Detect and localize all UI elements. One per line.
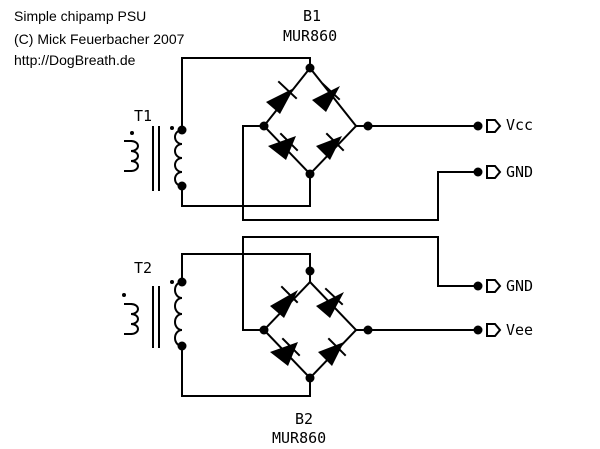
b2-diode-lower-left-bar xyxy=(281,337,301,357)
junction-b2-bottom xyxy=(305,373,315,383)
junction-t2-top xyxy=(177,277,187,287)
t2-primary-coil xyxy=(129,302,139,336)
junction-b2-right xyxy=(363,325,373,335)
b2-diode-lower-right-bar xyxy=(327,337,347,357)
t1-ref-label: T1 xyxy=(134,107,152,125)
b1-diode-upper-left-bar xyxy=(277,80,298,100)
wiring xyxy=(181,57,479,397)
junction-b2-left xyxy=(259,325,269,335)
junction-b2-top xyxy=(305,266,315,276)
t2-secondary-coil xyxy=(174,280,184,348)
junction-gnd-top xyxy=(473,167,483,177)
b2-diode-upper-right-bar xyxy=(324,287,344,306)
gnd-top-terminal-icon xyxy=(486,165,502,179)
junction-t1-bottom xyxy=(177,181,187,191)
bridge-b1 xyxy=(262,66,358,176)
wire-t2-bottom-to-b2 xyxy=(181,345,311,397)
b2-ref-label: B2 xyxy=(295,410,313,428)
junction-b1-bottom xyxy=(305,169,315,179)
b1-diode-lower-right xyxy=(316,136,342,160)
b1-part-label: MUR860 xyxy=(283,27,337,45)
junction-dots xyxy=(177,63,483,383)
junction-t1-top xyxy=(177,125,187,135)
wire-t1-bottom-to-b1 xyxy=(181,173,311,207)
junction-vcc xyxy=(473,121,483,131)
wire-b2-gnd xyxy=(242,236,479,331)
gnd-bottom-terminal-icon xyxy=(486,279,502,293)
b1-diode-lower-left-bar xyxy=(279,132,299,152)
transformer-t1 xyxy=(124,126,184,191)
copyright-text: (C) Mick Feuerbacher 2007 xyxy=(14,31,185,47)
junction-t2-bottom xyxy=(177,341,187,351)
bridge-b2 xyxy=(262,280,358,380)
t1-secondary-coil xyxy=(174,128,184,188)
junction-gnd-bottom xyxy=(473,281,483,291)
vee-label: Vee xyxy=(506,321,533,339)
junction-b1-right xyxy=(363,121,373,131)
t1-primary-coil xyxy=(129,139,139,173)
wire-t1-top-to-b1 xyxy=(181,57,311,131)
title-text: Simple chipamp PSU xyxy=(14,8,146,24)
transformer-t2 xyxy=(122,280,184,348)
t1-primary-phase-dot xyxy=(130,131,134,135)
b2-diode-lower-right xyxy=(318,342,344,366)
output-connectors xyxy=(486,119,502,337)
b2-diode-upper-left xyxy=(270,290,298,318)
vcc-label: Vcc xyxy=(506,116,533,134)
b1-ref-label: B1 xyxy=(303,7,321,25)
b1-diode-lower-right-bar xyxy=(325,132,345,152)
vee-terminal-icon xyxy=(486,323,502,337)
t2-primary-phase-dot xyxy=(122,293,126,297)
wire-b1-gnd xyxy=(242,125,479,221)
wire-t2-top-to-b2 xyxy=(181,253,311,283)
b1-diode-upper-right-bar xyxy=(321,82,341,101)
vcc-terminal-icon xyxy=(486,119,502,133)
website-text: http://DogBreath.de xyxy=(14,52,136,68)
gnd-bottom-label: GND xyxy=(506,277,533,295)
t2-ref-label: T2 xyxy=(134,259,152,277)
gnd-top-label: GND xyxy=(506,163,533,181)
junction-b1-left xyxy=(259,121,269,131)
b2-diode-upper-left-bar xyxy=(280,285,299,304)
junction-vee xyxy=(473,325,483,335)
b2-part-label: MUR860 xyxy=(272,429,326,447)
junction-b1-top xyxy=(305,63,315,73)
t2-secondary-phase-dot xyxy=(170,280,174,284)
t1-secondary-phase-dot xyxy=(170,126,174,130)
b1-diode-upper-left xyxy=(266,88,294,114)
